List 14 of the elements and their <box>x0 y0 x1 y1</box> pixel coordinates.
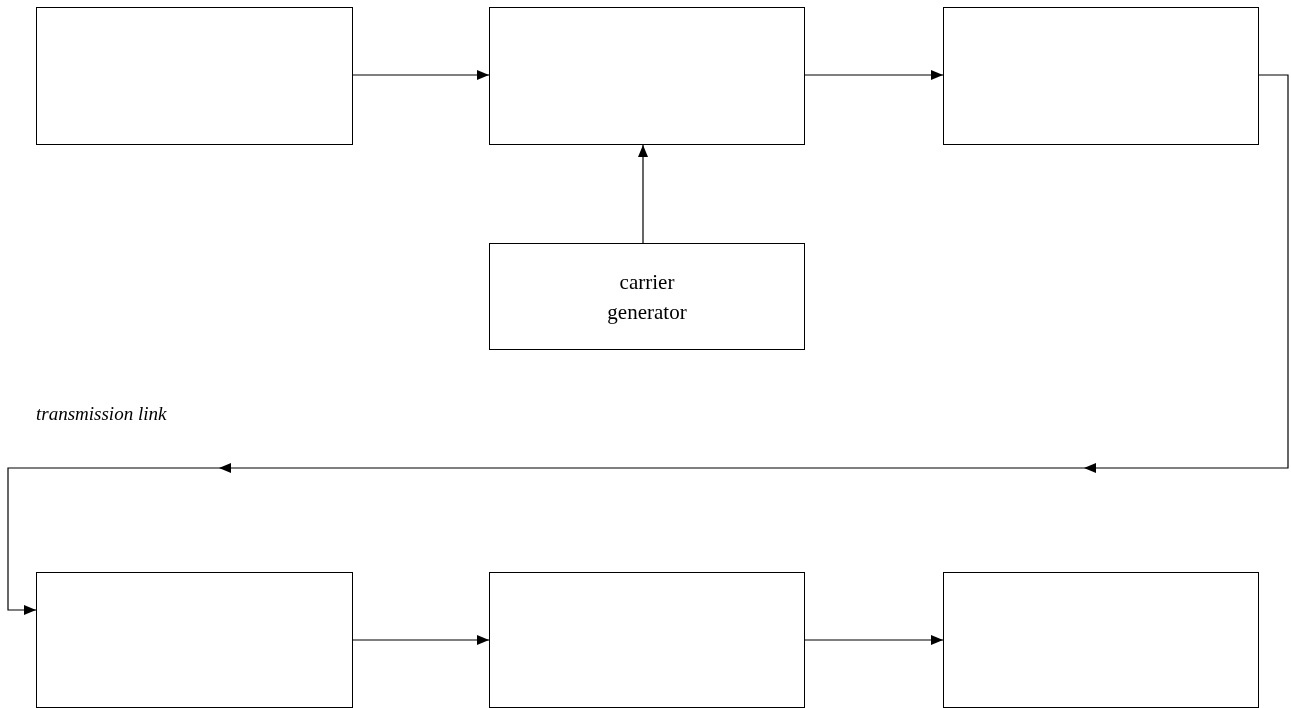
arrow <box>352 635 490 645</box>
process-box <box>489 243 805 350</box>
process-box <box>489 572 805 708</box>
process-box <box>943 7 1259 145</box>
process-box <box>36 7 353 145</box>
process-box <box>36 572 353 708</box>
arrow <box>804 635 944 645</box>
box-label: carrier generator <box>606 268 688 326</box>
arrow <box>804 70 944 80</box>
process-box <box>489 7 805 145</box>
arrow <box>638 144 648 244</box>
arrow <box>352 70 490 80</box>
arrow <box>7 74 1289 615</box>
process-box <box>943 572 1259 708</box>
